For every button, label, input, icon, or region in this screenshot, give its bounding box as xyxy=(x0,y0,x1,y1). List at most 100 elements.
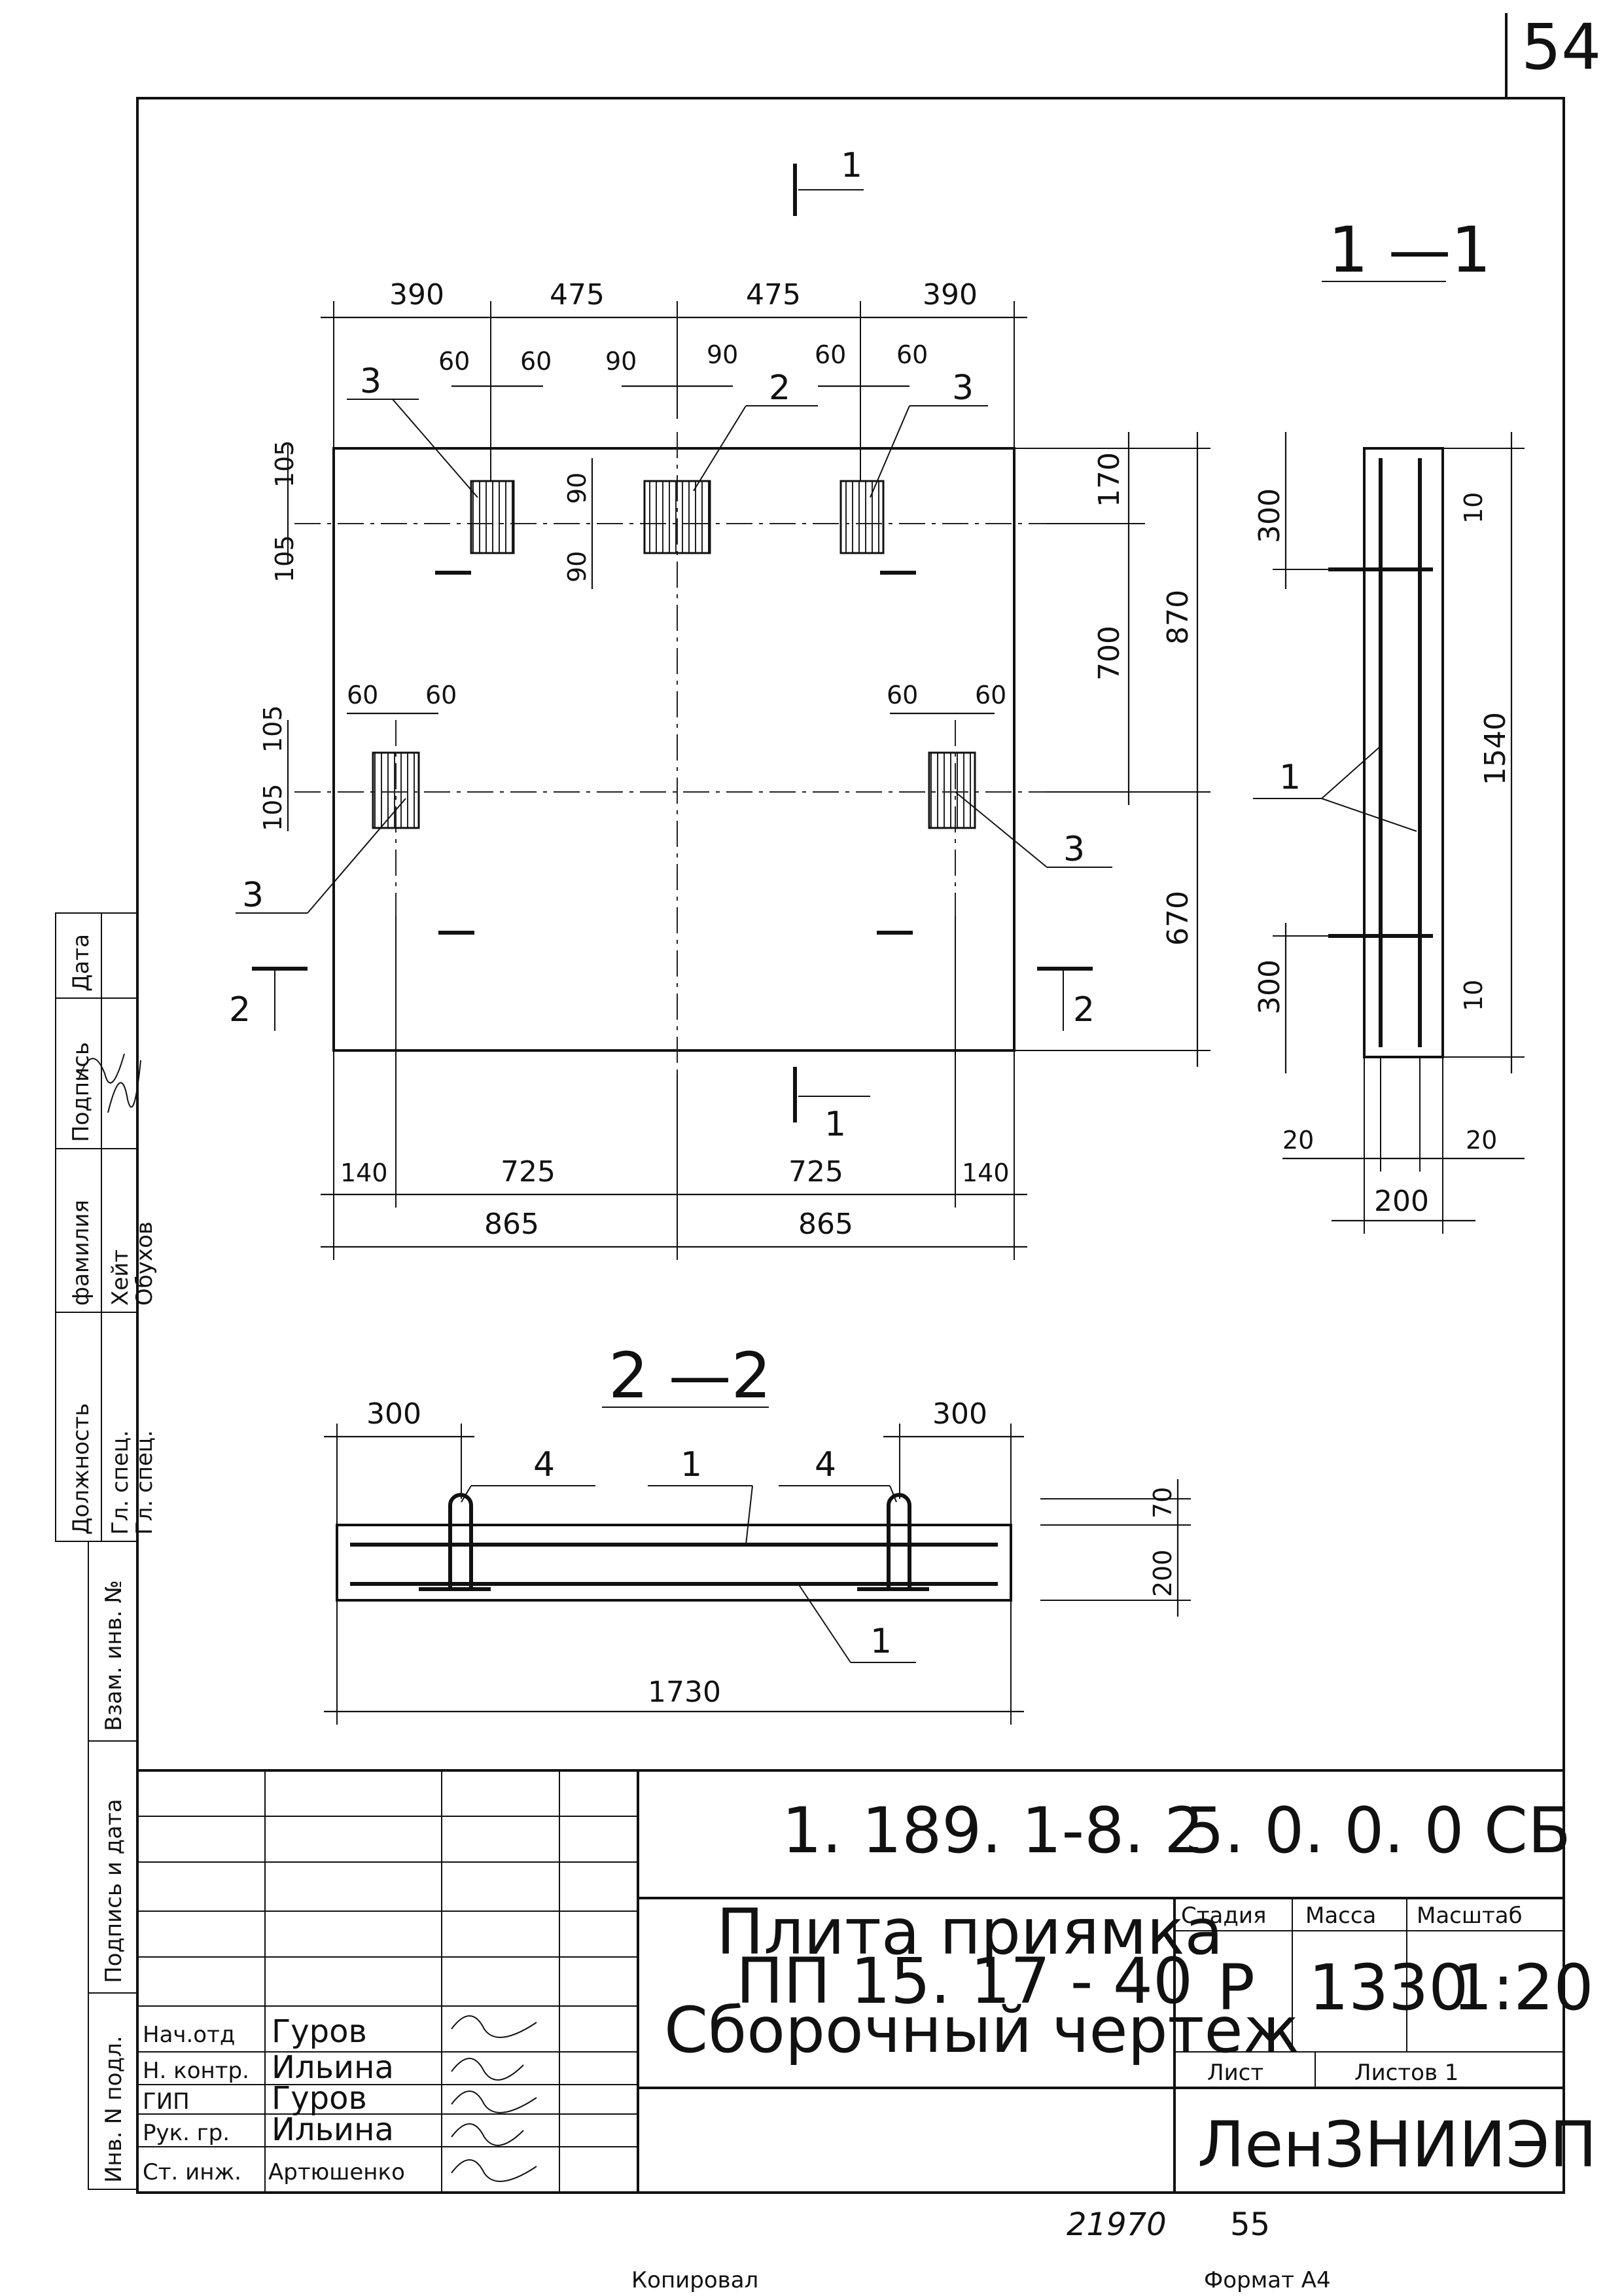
sec22-dim-300-left: 300 xyxy=(366,1397,421,1431)
staff-name-2: Ильина xyxy=(272,2049,394,2086)
side-position-1: Гл. спец. xyxy=(107,1430,133,1535)
dim-90-b: 90 xyxy=(707,340,738,369)
sec22-dim-200: 200 xyxy=(1148,1549,1177,1597)
section-2-2-outline xyxy=(336,1524,1012,1602)
dim-105-a: 105 xyxy=(270,440,299,488)
sec22-dim-300-right: 300 xyxy=(932,1397,987,1431)
dim-865-right: 865 xyxy=(798,1208,853,1241)
side-col-sign-date: Подпись и дата xyxy=(101,1799,127,1983)
staff-name-1: Гуров xyxy=(272,2013,367,2050)
mass-value: 1330 xyxy=(1309,1951,1468,2024)
sec11-dim-300-bottom: 300 xyxy=(1253,960,1286,1014)
sec11-dim-1540: 1540 xyxy=(1479,712,1512,785)
dim-865-left: 865 xyxy=(484,1208,539,1241)
staff-name-5: Артюшенко xyxy=(268,2159,405,2185)
plan-view: 390 475 475 390 60 60 90 90 60 60 3 2 3 … xyxy=(229,146,1210,1260)
sec11-dim-10-top: 10 xyxy=(1459,492,1488,524)
dim-170: 170 xyxy=(1093,452,1126,507)
embed-plate-3-lower-left xyxy=(372,751,420,829)
title-line-1: Плита приямка xyxy=(716,1895,1223,1969)
dim-105-d: 105 xyxy=(258,783,287,831)
dim-90-mid-a: 90 xyxy=(563,473,591,504)
stage-header: Стадия xyxy=(1181,1903,1266,1929)
section-1-1-outline xyxy=(1363,447,1444,1058)
sec22-leader-1-bottom: 1 xyxy=(870,1622,892,1661)
title-line-2: ПП 15. 17 - 40 xyxy=(736,1945,1193,2018)
dim-60-ll-a: 60 xyxy=(347,681,378,709)
signature-2 xyxy=(107,1060,141,1113)
dim-725-right: 725 xyxy=(788,1155,843,1189)
side-position-2: Гл. спец. xyxy=(132,1430,158,1535)
footer-next: 55 xyxy=(1230,2206,1270,2243)
sec11-dim-300-top: 300 xyxy=(1253,488,1286,543)
dim-390-left: 390 xyxy=(389,278,444,312)
dim-60-lr-b: 60 xyxy=(975,681,1006,709)
dim-870: 870 xyxy=(1161,590,1195,645)
staff-role-1: Нач.отд xyxy=(143,2022,235,2048)
staff-name-4: Ильина xyxy=(272,2111,394,2148)
dim-60-b: 60 xyxy=(520,347,552,376)
sec22-leader-1-top: 1 xyxy=(680,1445,702,1484)
lifting-loop-left xyxy=(448,1493,473,1587)
leader-3-top-left: 3 xyxy=(360,362,381,401)
lifting-loop-right xyxy=(887,1493,911,1587)
side-header-sign: Подпись xyxy=(68,1042,94,1142)
plate-outline xyxy=(332,447,1015,1052)
sec11-dim-10-bottom: 10 xyxy=(1459,980,1488,1011)
dim-90-mid-b: 90 xyxy=(563,551,591,583)
staff-role-4: Рук. гр. xyxy=(143,2120,230,2146)
dim-60-ll-b: 60 xyxy=(425,681,457,709)
dim-475-right: 475 xyxy=(746,278,801,312)
side-header-date: Дата xyxy=(68,934,94,992)
section-1-1-title: 1 —1 xyxy=(1328,213,1491,287)
footer-format: Формат А4 xyxy=(1204,2267,1331,2293)
page-number: 54 xyxy=(1521,10,1601,84)
leader-3-top-right: 3 xyxy=(952,368,974,408)
document-code: 5. 0. 0. 0 СБ xyxy=(1184,1794,1571,1867)
sec11-leader-1: 1 xyxy=(1279,758,1301,797)
scale-header: Масштаб xyxy=(1417,1903,1523,1929)
dim-390-right: 390 xyxy=(923,278,978,312)
dim-60-lr-a: 60 xyxy=(887,681,918,709)
staff-role-2: Н. контр. xyxy=(143,2058,249,2084)
embed-plate-2 xyxy=(643,480,711,554)
sec11-dim-20-right: 20 xyxy=(1466,1126,1497,1155)
leader-3-lower-right: 3 xyxy=(1063,830,1085,869)
side-col-inv-orig: Инв. N подл. xyxy=(101,2036,127,2183)
dim-105-c: 105 xyxy=(258,705,287,753)
sheet-label: Лист xyxy=(1207,2060,1263,2086)
scale-value: 1:20 xyxy=(1453,1951,1594,2024)
sec11-dim-200: 200 xyxy=(1374,1185,1429,1218)
embed-plate-3-right xyxy=(839,480,885,554)
organization: ЛенЗНИИЭП xyxy=(1197,2108,1597,2181)
title-block: Нач.отд Гуров Н. контр. Ильина ГИП Гуров… xyxy=(137,1769,1597,2193)
staff-role-5: Ст. инж. xyxy=(143,2159,241,2185)
sec22-dim-70: 70 xyxy=(1148,1487,1177,1518)
stage-value: Р xyxy=(1217,1951,1255,2024)
staff-name-3: Гуров xyxy=(272,2080,367,2117)
title-line-3: Сборочный чертеж xyxy=(664,1994,1299,2067)
dim-105-b: 105 xyxy=(270,535,299,583)
cut-1-bottom-label: 1 xyxy=(824,1105,846,1144)
drawing-frame xyxy=(136,97,1565,2194)
staff-signature-5 xyxy=(451,2159,537,2182)
side-header-surname: фамилия xyxy=(68,1200,94,1306)
sec11-dim-20-left: 20 xyxy=(1282,1126,1314,1155)
dim-140-right: 140 xyxy=(962,1158,1010,1187)
sec22-dim-1730: 1730 xyxy=(648,1676,721,1709)
dim-670: 670 xyxy=(1161,891,1195,946)
footer-number: 21970 xyxy=(1067,2206,1167,2243)
staff-role-3: ГИП xyxy=(143,2089,190,2115)
sec22-leader-4-left: 4 xyxy=(533,1445,555,1484)
sec22-leader-4-right: 4 xyxy=(815,1445,836,1484)
cut-1-top-label: 1 xyxy=(841,146,862,185)
side-stamp: Дата Подпись фамилия Должность Хейт Гл. … xyxy=(55,912,158,2190)
dim-90-a: 90 xyxy=(605,347,637,376)
staff-signature-3 xyxy=(451,2090,537,2113)
section-2-2: 2 —2 4 1 4 1 300 300 70 xyxy=(324,1339,1191,1725)
signature-1 xyxy=(78,1053,125,1084)
mass-header: Масса xyxy=(1305,1903,1376,1929)
dim-60-c: 60 xyxy=(815,340,846,369)
leader-2: 2 xyxy=(769,368,790,408)
